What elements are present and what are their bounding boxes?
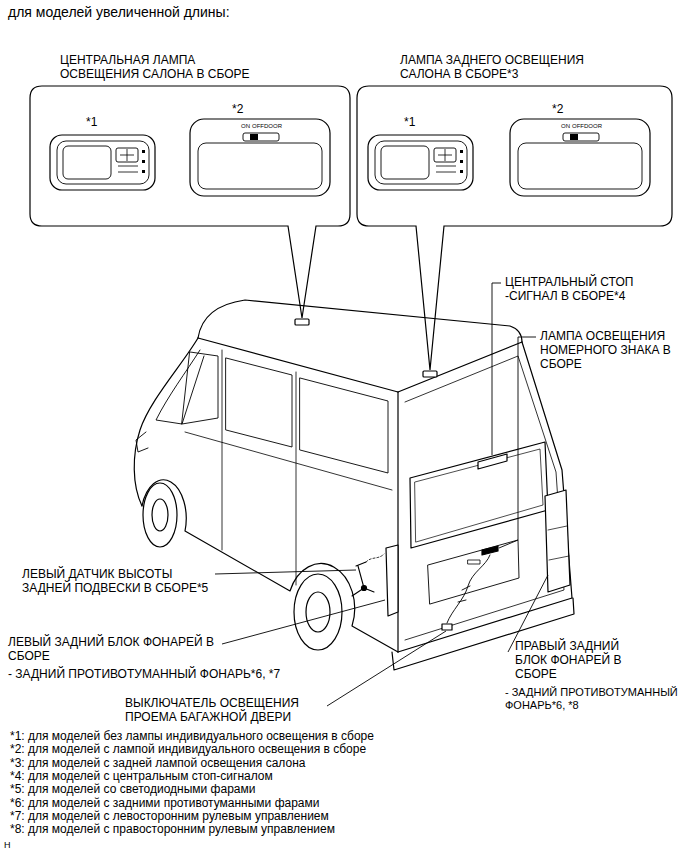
footnote: *2: для моделей с лампой индивидуального…: [10, 743, 366, 757]
part-label: ПРАВЫЙ ЗАДНИЙ БЛОК ФОНАРЕЙ В СБОРЕ: [515, 640, 633, 681]
switch-marking: ON: [241, 123, 250, 129]
callout-number: *1: [86, 116, 97, 130]
footnote: *3: для моделей с задней лампой освещени…: [10, 757, 305, 771]
callout-number: *2: [232, 103, 243, 117]
footnote: *7: для моделей с левосторонним рулевым …: [10, 810, 329, 824]
footnote: *4: для моделей с центральным стоп-сигна…: [10, 770, 273, 784]
page-title: для моделей увеличенной длины:: [8, 4, 230, 20]
lamp-drawing: [510, 119, 650, 196]
part-label: ЦЕНТРАЛЬНЫЙ СТОП -СИГНАЛ В СБОРЕ*4: [505, 276, 645, 304]
part-label: ЛЕВЫЙ ДАТЧИК ВЫСОТЫ ЗАДНЕЙ ПОДВЕСКИ В СБ…: [22, 568, 218, 596]
footnote: *6: для моделей с задними противотуманны…: [10, 797, 320, 811]
switch-marking: DOOR: [584, 123, 602, 129]
footnote: *5: для моделей со светодиодными фарами: [10, 783, 255, 797]
panel-outline: [357, 86, 672, 226]
part-label: - ЗАДНИЙ ПРОТИВОТУМАННЫЙ ФОНАРЬ*6, *7: [8, 668, 280, 682]
callout-number: *2: [552, 103, 563, 117]
switch-marking: DOOR: [264, 123, 282, 129]
figure-code: H: [4, 840, 11, 850]
panel-heading: ЦЕНТРАЛЬНАЯ ЛАМПА ОСВЕЩЕНИЯ САЛОНА В СБО…: [60, 54, 260, 82]
part-label: ЛАМПА ОСВЕЩЕНИЯ НОМЕРНОГО ЗНАКА В СБОРЕ: [540, 330, 680, 371]
callout-number: *1: [404, 116, 415, 130]
panel-outline: [30, 86, 350, 226]
switch-marking: OFF: [572, 123, 584, 129]
part-label: ЛЕВЫЙ ЗАДНИЙ БЛОК ФОНАРЕЙ В СБОРЕ: [8, 636, 233, 664]
part-label: ВЫКЛЮЧАТЕЛЬ ОСВЕЩЕНИЯ ПРОЕМА БАГАЖНОЙ ДВ…: [125, 697, 320, 725]
lamp-drawing: [368, 135, 473, 190]
switch-marking: ON: [561, 123, 570, 129]
footnote: *1: для моделей без лампы индивидуальног…: [10, 730, 374, 744]
part-label: - ЗАДНИЙ ПРОТИВОТУМАННЫЙ ФОНАРЬ*6, *8: [505, 686, 683, 711]
switch-marking: OFF: [252, 123, 264, 129]
lamp-drawing: [50, 135, 155, 190]
leader-lines: [215, 283, 548, 706]
callout-panel: ЦЕНТРАЛЬНАЯ ЛАМПА ОСВЕЩЕНИЯ САЛОНА В СБО…: [30, 86, 350, 226]
callout-panel: ЛАМПА ЗАДНЕГО ОСВЕЩЕНИЯ САЛОНА В СБОРЕ*3: [357, 86, 672, 226]
lamp-drawing: [190, 119, 330, 196]
panel-heading: ЛАМПА ЗАДНЕГО ОСВЕЩЕНИЯ САЛОНА В СБОРЕ*3: [400, 54, 605, 82]
footnote: *8: для моделей с правосторонним рулевым…: [10, 823, 335, 837]
